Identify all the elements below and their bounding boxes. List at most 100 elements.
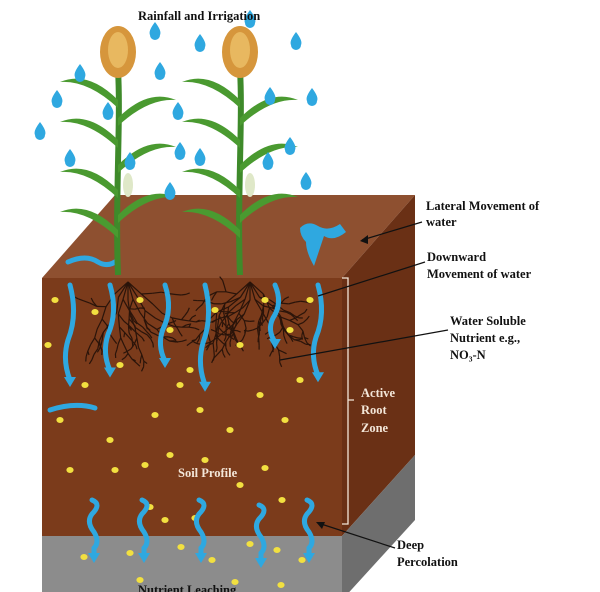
root-segment	[234, 339, 239, 344]
root-segment	[195, 319, 200, 323]
rain-drop-icon	[244, 10, 256, 28]
root-segment	[141, 337, 145, 342]
root-segment	[93, 348, 99, 355]
root-segment	[280, 323, 284, 331]
root-segment	[100, 346, 103, 351]
root-segment	[145, 330, 151, 336]
root-segment	[300, 300, 306, 303]
corn-leaf	[60, 118, 118, 148]
rain-drop-icon	[51, 90, 63, 108]
percolation-water-arrow	[193, 497, 207, 559]
nutrient-dot	[201, 457, 209, 463]
corn-stalk	[236, 69, 244, 276]
root-segment	[168, 336, 174, 339]
nutrient-dot	[141, 462, 149, 468]
root-segment	[187, 307, 190, 312]
root-zone-bracket	[342, 277, 354, 525]
percolation-water-arrow	[253, 502, 267, 564]
root-segment	[172, 337, 177, 341]
root-segment	[142, 326, 147, 332]
root-segment	[141, 293, 154, 305]
root-segment	[198, 304, 203, 309]
root-segment	[136, 338, 140, 348]
root-segment	[88, 359, 93, 365]
root-segment	[118, 326, 122, 338]
root-segment	[230, 296, 241, 303]
root-segment	[214, 326, 219, 336]
root-segment	[216, 331, 225, 339]
root-segment	[101, 306, 107, 320]
root-segment	[189, 320, 197, 323]
root-segment	[213, 291, 218, 297]
root-segment	[283, 309, 290, 314]
root-segment	[306, 315, 310, 320]
root-segment	[120, 337, 126, 347]
downward-water-arrow	[157, 282, 171, 364]
subsoil-side-face	[342, 455, 415, 592]
rain-drop-icon	[149, 22, 161, 40]
root-segment	[136, 322, 144, 328]
root-segment	[172, 317, 182, 321]
nutrient-dot	[236, 482, 244, 488]
root-segment	[232, 324, 235, 333]
root-segment	[124, 332, 130, 338]
label-deep-2: Percolation	[397, 555, 458, 569]
root-segment	[150, 338, 154, 344]
root-segment	[279, 362, 283, 368]
rain-drop-icon	[284, 137, 296, 155]
root-segment	[127, 281, 142, 295]
root-segment	[226, 306, 230, 317]
root-segment	[217, 348, 223, 355]
root-segment	[216, 333, 219, 338]
root-segment	[126, 348, 132, 352]
nutrient-dot	[66, 467, 74, 473]
root-segment	[233, 324, 237, 330]
label-root-zone-3: Zone	[361, 421, 389, 435]
percolation-water-arrow	[301, 497, 315, 559]
rain-drop-icon	[102, 102, 114, 120]
root-segment	[217, 315, 220, 327]
root-segment	[225, 347, 229, 353]
root-segment	[297, 321, 304, 326]
root-segment	[177, 328, 181, 334]
root-segment	[221, 349, 224, 355]
root-segment	[184, 311, 189, 316]
root-segment	[114, 349, 118, 355]
nutrient-dot	[277, 582, 285, 588]
root-segment	[205, 344, 210, 349]
rain-drop-icon	[174, 142, 186, 160]
root-segment	[123, 332, 126, 338]
root-segment	[127, 353, 133, 360]
percolation-water-arrow-head	[195, 553, 207, 563]
nutrient-dot	[44, 342, 52, 348]
corn-leaf	[60, 168, 118, 198]
root-segment	[244, 281, 251, 300]
nutrient-dot	[126, 550, 134, 556]
root-segment	[90, 297, 94, 303]
root-segment	[141, 331, 148, 336]
root-segment	[127, 299, 131, 316]
root-segment	[293, 336, 299, 339]
root-segment	[128, 299, 134, 310]
rain-drop-icon	[306, 88, 318, 106]
rain-drop-icon	[74, 64, 86, 82]
root-segment	[193, 341, 199, 345]
root-segment	[116, 297, 120, 313]
root-segment	[261, 312, 265, 318]
root-segment	[233, 334, 236, 340]
root-segment	[111, 336, 115, 341]
nutrient-dot	[176, 382, 184, 388]
arrow-head-deep	[316, 522, 325, 529]
root-segment	[198, 334, 201, 340]
root-segment	[172, 319, 177, 323]
nutrient-dot	[296, 377, 304, 383]
root-segment	[181, 339, 187, 342]
root-segment	[210, 296, 215, 301]
root-segment	[283, 335, 286, 341]
root-segment	[191, 339, 196, 342]
root-segment	[188, 323, 192, 328]
root-segment	[230, 319, 235, 324]
rain-drop-icon	[300, 172, 312, 190]
nutrient-dot	[56, 417, 64, 423]
root-segment	[223, 285, 227, 292]
